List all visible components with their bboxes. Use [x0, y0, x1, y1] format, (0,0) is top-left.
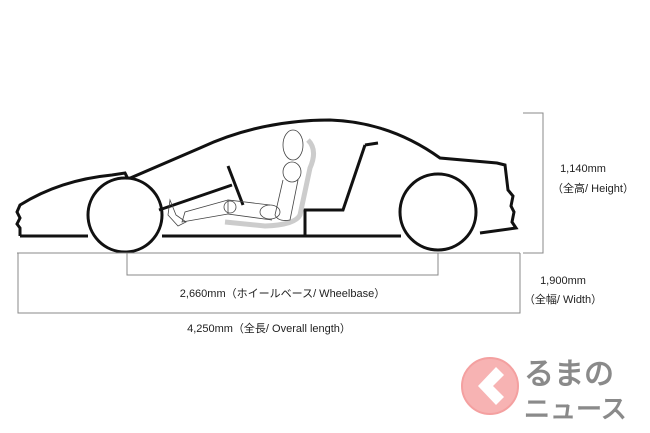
- cabin-partition: [303, 141, 379, 236]
- height-caption: （全高/ Height）: [552, 183, 634, 195]
- wheelbase-label: 2,660mm（ホイールベース/ Wheelbase）: [179, 288, 386, 300]
- logo-text-line1: るまの: [524, 358, 614, 391]
- height-bracket: [523, 112, 544, 254]
- front-wheel: [86, 176, 164, 254]
- wheelbase-bracket: [126, 253, 439, 276]
- overall-length-bracket: [17, 253, 521, 314]
- overall-length-label: 4,250mm（全長/ Overall length）: [187, 323, 351, 335]
- rear-wheel: [398, 172, 478, 252]
- seat: [224, 138, 316, 229]
- width-value: 1,900mm: [540, 275, 586, 287]
- logo-text-line2: ニュース: [524, 394, 627, 424]
- kurumanonews-logo: るまの ニュース: [458, 345, 648, 425]
- logo-mark-icon: [461, 357, 519, 415]
- car-body-outline: [15, 118, 519, 236]
- driver-figure: [167, 129, 304, 227]
- width-caption: （全幅/ Width）: [523, 294, 603, 306]
- steering-column: [158, 165, 245, 212]
- height-value: 1,140mm: [560, 163, 606, 175]
